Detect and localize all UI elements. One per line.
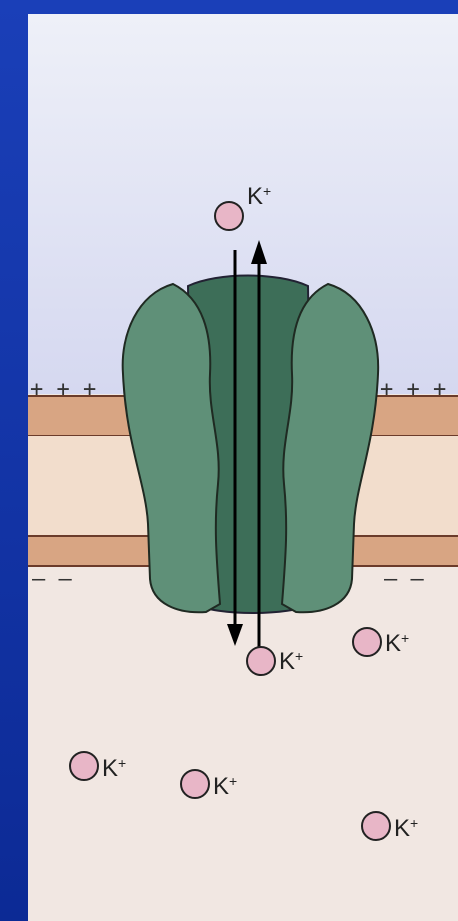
inner-charges-right: — — [384,567,424,592]
ion-symbol: K [394,815,410,842]
k-ion-circle [362,812,390,840]
ion-symbol: K [102,755,118,782]
k-ion-circle [215,202,243,230]
k-ion-circle [247,647,275,675]
ion-symbol: K [247,183,263,210]
ion-charge: + [229,773,237,789]
outer-charges-left: + + + [30,377,96,402]
inner-charges-left: — — [32,567,72,592]
ion-symbol: K [213,773,229,800]
ion-charge: + [401,630,409,646]
ion-channel-diagram: + + + + + + — — — — K+ K+ K+ K+ K+ [28,14,458,921]
ion-charge: + [410,815,418,831]
ion-charge: + [263,183,271,199]
potassium-channel [123,276,378,614]
diagram-panel: + + + + + + — — — — K+ K+ K+ K+ K+ [28,14,458,921]
outer-charges-right: + + + [380,377,446,402]
ion-charge: + [295,648,303,664]
k-ion-circle [70,752,98,780]
k-ion-circle [353,628,381,656]
ion-charge: + [118,755,126,771]
ion-symbol: K [385,630,401,657]
ion-symbol: K [279,648,295,675]
k-ion-circle [181,770,209,798]
